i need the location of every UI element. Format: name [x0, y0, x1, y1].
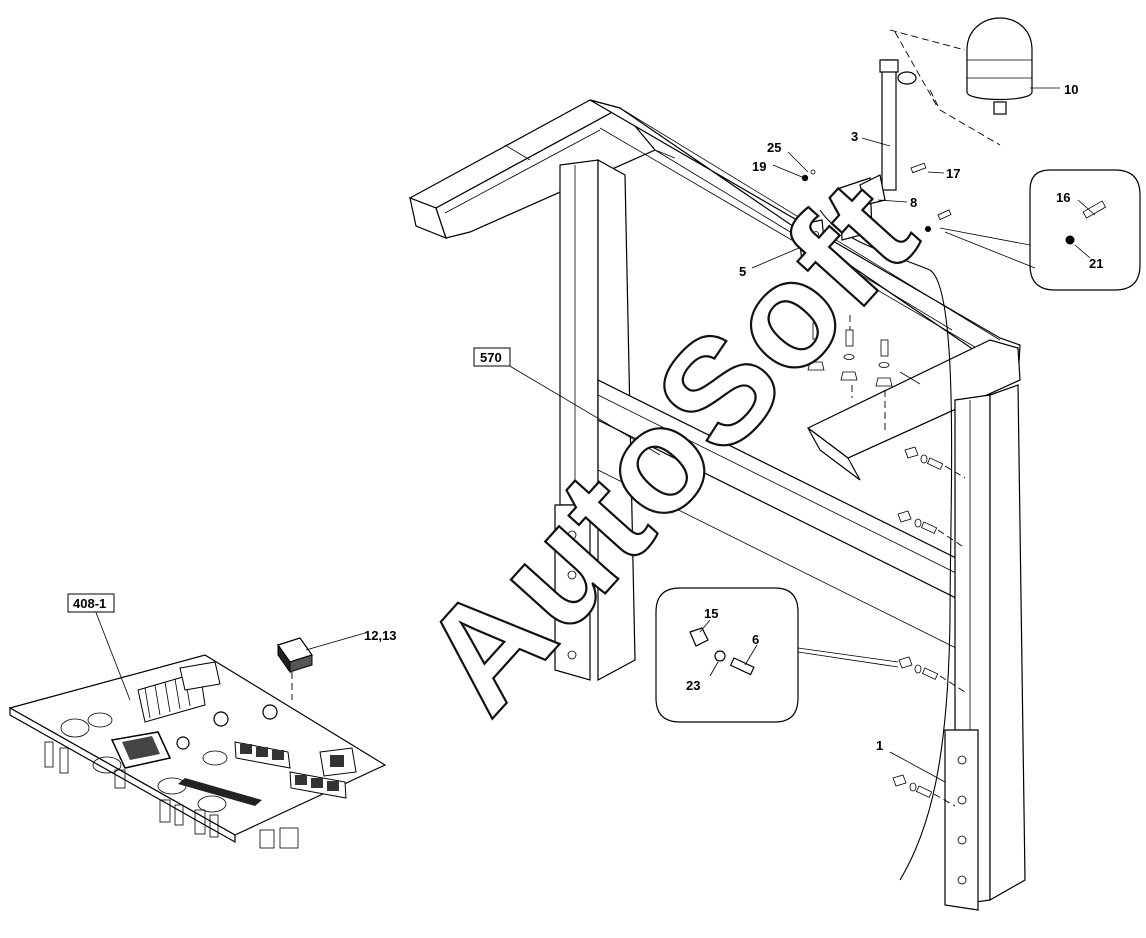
detail-bubble-16-21 [939, 169, 1141, 291]
callout-5: 5 [739, 264, 746, 279]
callout-16: 16 [1056, 190, 1070, 205]
callout-8: 8 [910, 195, 917, 210]
assembly-ref-408-1: 408-1 [67, 593, 115, 613]
callout-10: 10 [1064, 82, 1078, 97]
callout-12-13: 12,13 [364, 628, 397, 643]
rocker-switch [277, 637, 313, 700]
callout-25: 25 [767, 140, 781, 155]
small-fasteners [801, 162, 952, 232]
beacon-lamp [966, 17, 1033, 115]
callout-23: 23 [686, 678, 700, 693]
control-panel [8, 654, 387, 849]
callout-19: 19 [752, 159, 766, 174]
beacon-mast [879, 29, 1001, 191]
detail-bubble-15-23-6 [655, 587, 899, 723]
callout-15: 15 [704, 606, 718, 621]
callout-17: 17 [946, 166, 960, 181]
ref-408-1-label: 408-1 [73, 596, 106, 611]
callout-1: 1 [876, 738, 883, 753]
callout-3: 3 [851, 129, 858, 144]
assembly-ref-570: 570 [473, 347, 511, 367]
callout-labels: 10 3 25 19 17 8 5 16 21 12,13 15 6 23 1 [364, 82, 1103, 753]
leader-lines [94, 87, 1096, 783]
callout-21: 21 [1089, 256, 1103, 271]
mounting-bracket [839, 174, 886, 241]
callout-6: 6 [752, 632, 759, 647]
frame-fasteners [807, 300, 966, 807]
rollover-frame [408, 99, 1026, 911]
ref-570-label: 570 [480, 350, 502, 365]
mounting-plate [797, 219, 827, 263]
